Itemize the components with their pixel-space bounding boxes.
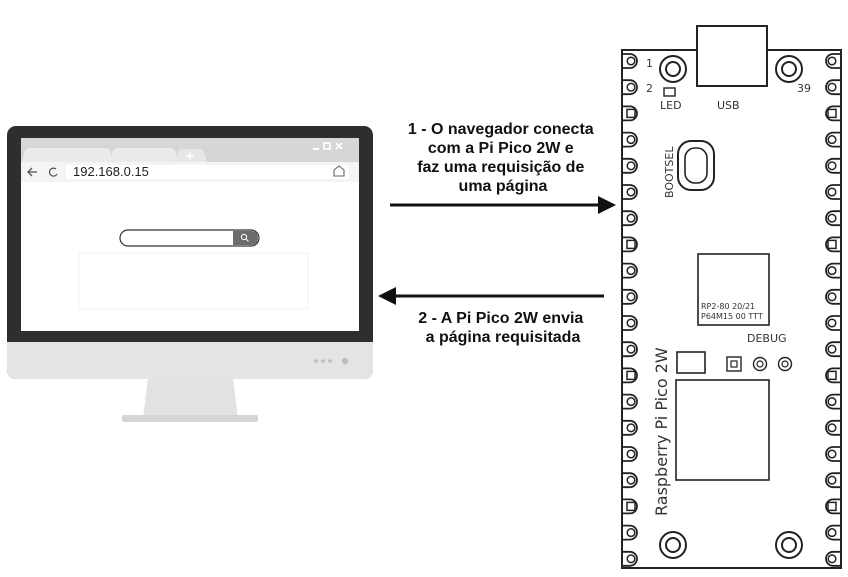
bootsel-button-inner bbox=[684, 147, 708, 184]
wireless-module bbox=[675, 379, 770, 481]
search-icon bbox=[240, 233, 249, 242]
debug-pad bbox=[726, 356, 742, 372]
pin-right bbox=[825, 131, 840, 148]
new-tab-button[interactable] bbox=[175, 149, 207, 162]
pico-board: 1 2 39 LED USB BOOTSEL RP2-80 20/21 P64M… bbox=[621, 25, 842, 569]
pin-right bbox=[825, 53, 840, 69]
small-component bbox=[676, 351, 706, 374]
pin-39-label: 39 bbox=[797, 82, 811, 95]
pin-left bbox=[623, 157, 638, 174]
close-icon[interactable] bbox=[335, 142, 343, 150]
usb-connector bbox=[696, 25, 768, 87]
chin-dot bbox=[328, 359, 332, 363]
monitor-stand-neck bbox=[143, 378, 238, 418]
pin-left bbox=[623, 53, 638, 69]
pin-right bbox=[825, 446, 840, 462]
pin-right bbox=[825, 210, 840, 227]
reload-icon[interactable] bbox=[48, 167, 58, 177]
monitor-stand-base bbox=[122, 415, 258, 422]
pin-left bbox=[623, 184, 638, 200]
pin-left bbox=[623, 131, 638, 148]
pin-left bbox=[623, 262, 638, 279]
response-label: 2 - A Pi Pico 2W envia a página requisit… bbox=[418, 310, 588, 346]
home-icon[interactable] bbox=[333, 165, 345, 177]
request-arrow bbox=[390, 196, 616, 214]
pin-left bbox=[623, 79, 638, 96]
pin-left bbox=[623, 236, 638, 253]
board-pins bbox=[623, 53, 840, 567]
response-arrow bbox=[378, 287, 604, 305]
pin-right bbox=[825, 79, 840, 96]
bootsel-label: BOOTSEL bbox=[663, 146, 676, 198]
led bbox=[663, 87, 676, 97]
pin-left bbox=[623, 419, 638, 436]
mounting-hole bbox=[659, 55, 687, 83]
computer-monitor: + 192.168.0.15 bbox=[7, 126, 373, 422]
mounting-hole bbox=[659, 531, 687, 559]
maximize-icon[interactable] bbox=[323, 142, 331, 150]
pin-right bbox=[825, 236, 840, 253]
back-arrow-icon[interactable] bbox=[27, 167, 37, 177]
usb-label: USB bbox=[717, 99, 740, 112]
chin-dot bbox=[321, 359, 325, 363]
pin-left bbox=[623, 393, 638, 410]
chin-dot bbox=[314, 359, 318, 363]
pin-left bbox=[623, 446, 638, 462]
pin-right bbox=[825, 157, 840, 174]
pin-left bbox=[623, 315, 638, 331]
new-tab-plus: + bbox=[185, 149, 195, 163]
pin-left bbox=[623, 550, 638, 567]
pin-2-label: 2 bbox=[646, 82, 653, 95]
pin-right bbox=[825, 550, 840, 567]
monitor-chin bbox=[7, 342, 373, 379]
chip-marking-line1: RP2-80 20/21 bbox=[701, 302, 755, 311]
pin-right bbox=[825, 472, 840, 489]
search-button[interactable] bbox=[233, 231, 258, 245]
pin-right bbox=[825, 341, 840, 358]
search-input[interactable] bbox=[119, 229, 260, 247]
debug-label: DEBUG bbox=[747, 332, 787, 345]
bootsel-button[interactable] bbox=[677, 140, 715, 191]
pin-left bbox=[623, 105, 638, 122]
pin-right bbox=[825, 393, 840, 410]
led-label: LED bbox=[660, 99, 682, 112]
minimize-icon[interactable] bbox=[313, 148, 319, 150]
board-name: Raspberry Pi Pico 2W bbox=[652, 347, 671, 516]
pin-left bbox=[623, 472, 638, 489]
pin-right bbox=[825, 315, 840, 331]
chip-marking-line2: P64M15 00 TTT bbox=[701, 312, 763, 321]
pin-1-label: 1 bbox=[646, 57, 653, 70]
address-bar[interactable] bbox=[66, 165, 349, 179]
pin-left bbox=[623, 498, 638, 515]
pin-left bbox=[623, 210, 638, 227]
browser-tab[interactable] bbox=[22, 148, 113, 162]
pin-left bbox=[623, 288, 638, 305]
pin-left bbox=[623, 341, 638, 358]
pin-right bbox=[825, 184, 840, 200]
mounting-hole bbox=[775, 55, 803, 83]
address-bar-url[interactable]: 192.168.0.15 bbox=[73, 164, 149, 179]
power-button bbox=[341, 357, 349, 365]
pin-right bbox=[825, 367, 840, 384]
window-controls bbox=[313, 142, 343, 150]
pin-right bbox=[825, 288, 840, 305]
pin-left bbox=[623, 524, 638, 541]
debug-pad bbox=[752, 356, 768, 372]
pin-left bbox=[623, 367, 638, 384]
request-label: 1 - O navegador conecta com a Pi Pico 2W… bbox=[408, 121, 598, 195]
browser-tab[interactable] bbox=[110, 148, 178, 162]
pin-right bbox=[825, 498, 840, 515]
pin-right bbox=[825, 419, 840, 436]
pin-right bbox=[825, 524, 840, 541]
rp2-chip bbox=[697, 253, 770, 326]
mounting-hole bbox=[775, 531, 803, 559]
pin-right bbox=[825, 262, 840, 279]
content-panel bbox=[78, 252, 309, 310]
debug-pad bbox=[777, 356, 793, 372]
pin-right bbox=[825, 105, 840, 122]
